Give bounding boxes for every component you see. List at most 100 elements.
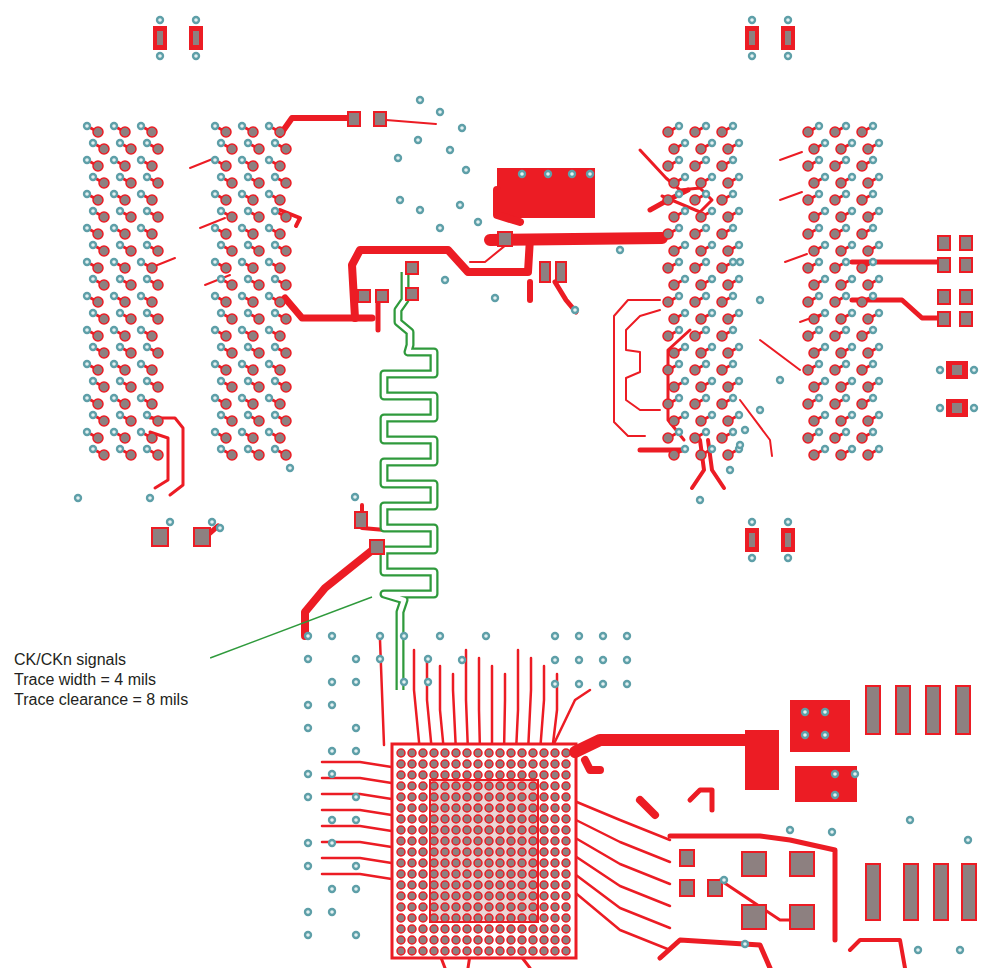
via-hole (219, 243, 223, 247)
via (83, 224, 91, 232)
via (815, 428, 823, 436)
via-hole (966, 838, 970, 842)
via (702, 156, 710, 164)
via-hole (823, 175, 827, 179)
pad (397, 793, 405, 801)
via-hole (737, 413, 741, 417)
pad (529, 848, 537, 856)
via (244, 309, 252, 317)
pad (507, 848, 515, 856)
pad (857, 365, 867, 375)
via-hole (871, 294, 875, 298)
pad (397, 947, 405, 955)
via (869, 394, 877, 402)
via-hole (219, 379, 223, 383)
pad (126, 382, 136, 392)
via (696, 496, 704, 504)
via (217, 139, 225, 147)
pad (275, 297, 285, 307)
pad (419, 859, 427, 867)
via (137, 326, 145, 334)
via-hole (484, 634, 488, 638)
pad (540, 771, 548, 779)
via (571, 306, 579, 314)
pad (540, 815, 548, 823)
via (848, 139, 856, 147)
via-hole (246, 345, 250, 349)
via-hole (398, 198, 402, 202)
via-hole (267, 226, 271, 230)
pad (397, 804, 405, 812)
via (815, 360, 823, 368)
smd-pad (194, 528, 210, 546)
via (869, 224, 877, 232)
via (681, 139, 689, 147)
pad (540, 848, 548, 856)
pad (551, 793, 559, 801)
via (869, 360, 877, 368)
via-hole (731, 396, 735, 400)
pad (507, 892, 515, 900)
via (110, 326, 118, 334)
ck-trace-gap (384, 272, 434, 690)
via (842, 326, 850, 334)
pad (857, 229, 867, 239)
pad (452, 925, 460, 933)
pad (147, 229, 157, 239)
pad (529, 749, 537, 757)
via-hole (737, 345, 741, 349)
via (623, 632, 631, 640)
pad (717, 331, 727, 341)
via (851, 770, 859, 778)
via (736, 441, 744, 449)
pad (430, 903, 438, 911)
via (116, 411, 124, 419)
via-hole (850, 345, 854, 349)
via (352, 747, 360, 755)
pad (452, 914, 460, 922)
via-hole (677, 226, 681, 230)
via-hole (306, 841, 310, 845)
via-hole (677, 192, 681, 196)
via-hole (139, 396, 143, 400)
pad (562, 903, 570, 911)
pad (803, 331, 813, 341)
smd-pad (156, 30, 164, 46)
pad (690, 297, 700, 307)
via-hole (145, 379, 149, 383)
via-hole (219, 413, 223, 417)
via (735, 275, 743, 283)
via (735, 207, 743, 215)
pad (463, 760, 471, 768)
via-hole (750, 18, 754, 22)
copper-fill (781, 26, 795, 50)
via-hole (85, 260, 89, 264)
smd-pad (962, 864, 976, 920)
via (708, 309, 716, 317)
via (708, 343, 716, 351)
pad (441, 870, 449, 878)
via-hole (877, 277, 881, 281)
via (89, 173, 97, 181)
via (304, 632, 312, 640)
pad (696, 212, 706, 222)
via-hole (844, 226, 848, 230)
via-hole (240, 226, 244, 230)
pad (408, 837, 416, 845)
pad (663, 195, 673, 205)
via-hole (844, 124, 848, 128)
via-hole (823, 209, 827, 213)
pad (452, 848, 460, 856)
pad (227, 212, 237, 222)
pad (452, 859, 460, 867)
via (708, 411, 716, 419)
pad (463, 837, 471, 845)
pad (463, 936, 471, 944)
copper-trace (780, 152, 802, 160)
via (211, 224, 219, 232)
pad (441, 826, 449, 834)
via-hole (850, 277, 854, 281)
pad (551, 760, 559, 768)
via-hole (683, 277, 687, 281)
via (211, 122, 219, 130)
